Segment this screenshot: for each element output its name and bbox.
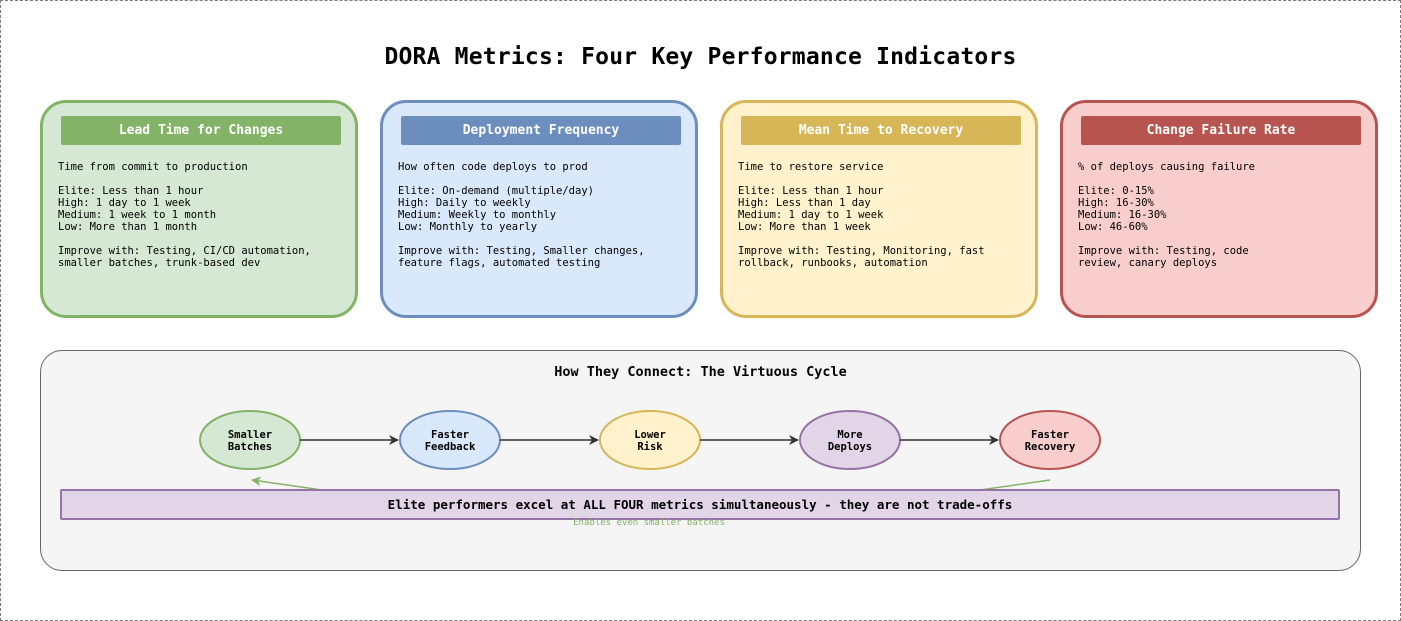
card-change-failure-rate: Change Failure Rate % of deploys causing…	[1060, 100, 1378, 318]
card-description: % of deploys causing failure	[1078, 161, 1256, 173]
level-low: Low: More than 1 week	[738, 221, 871, 233]
card-description: How often code deploys to prod	[398, 161, 588, 173]
level-elite: Elite: Less than 1 hour	[58, 185, 204, 197]
cycle-node	[999, 410, 1101, 470]
card-mttr: Mean Time to Recovery Time to restore se…	[720, 100, 1038, 318]
improve-line: Improve with: Testing, code	[1078, 245, 1249, 257]
cycle-title: How They Connect: The Virtuous Cycle	[554, 364, 847, 380]
level-medium: Medium: 1 week to 1 month	[58, 209, 217, 221]
improve-line: review, canary deploys	[1078, 257, 1218, 269]
level-medium: Medium: 1 day to 1 week	[738, 209, 884, 221]
diagram-title: DORA Metrics: Four Key Performance Indic…	[384, 44, 1017, 70]
card-deployment-frequency-body: How often code deploys to prod Elite: On…	[398, 161, 688, 269]
level-low: Low: Monthly to yearly	[398, 221, 538, 233]
improve-line: rollback, runbooks, automation	[738, 257, 928, 269]
level-low: Low: More than 1 month	[58, 221, 198, 233]
card-change-failure-rate-header: Change Failure Rate	[1081, 116, 1361, 145]
improve-line: Improve with: Testing, Monitoring, fast	[738, 245, 985, 257]
card-lead-time-body: Time from commit to production Elite: Le…	[58, 161, 348, 269]
card-description: Time from commit to production	[58, 161, 248, 173]
level-high: High: Less than 1 day	[738, 197, 871, 209]
level-medium: Medium: 16-30%	[1078, 209, 1167, 221]
improve-line: feature flags, automated testing	[398, 257, 601, 269]
improve-line: Improve with: Testing, Smaller changes,	[398, 245, 645, 257]
level-high: High: Daily to weekly	[398, 197, 531, 209]
card-deployment-frequency-header: Deployment Frequency	[401, 116, 681, 145]
feedback-arrow-end	[251, 476, 323, 491]
level-elite: Elite: On-demand (multiple/day)	[398, 185, 594, 197]
feedback-arrow-start	[979, 479, 1051, 491]
improve-line: Improve with: Testing, CI/CD automation,	[58, 245, 311, 257]
elite-performers-banner: Elite performers excel at ALL FOUR metri…	[60, 489, 1340, 520]
level-low: Low: 46-60%	[1078, 221, 1148, 233]
card-description: Time to restore service	[738, 161, 884, 173]
card-mttr-header: Mean Time to Recovery	[741, 116, 1021, 145]
level-high: High: 16-30%	[1078, 197, 1154, 209]
card-deployment-frequency: Deployment Frequency How often code depl…	[380, 100, 698, 318]
level-elite: Elite: Less than 1 hour	[738, 185, 884, 197]
level-elite: Elite: 0-15%	[1078, 185, 1154, 197]
improve-line: smaller batches, trunk-based dev	[58, 257, 261, 269]
card-mttr-body: Time to restore service Elite: Less than…	[738, 161, 1028, 269]
card-lead-time-header: Lead Time for Changes	[61, 116, 341, 145]
feedback-loop-label: Enables even smaller batches	[573, 518, 725, 528]
level-high: High: 1 day to 1 week	[58, 197, 191, 209]
level-medium: Medium: Weekly to monthly	[398, 209, 557, 221]
card-change-failure-rate-body: % of deploys causing failure Elite: 0-15…	[1078, 161, 1368, 269]
card-lead-time: Lead Time for Changes Time from commit t…	[40, 100, 358, 318]
